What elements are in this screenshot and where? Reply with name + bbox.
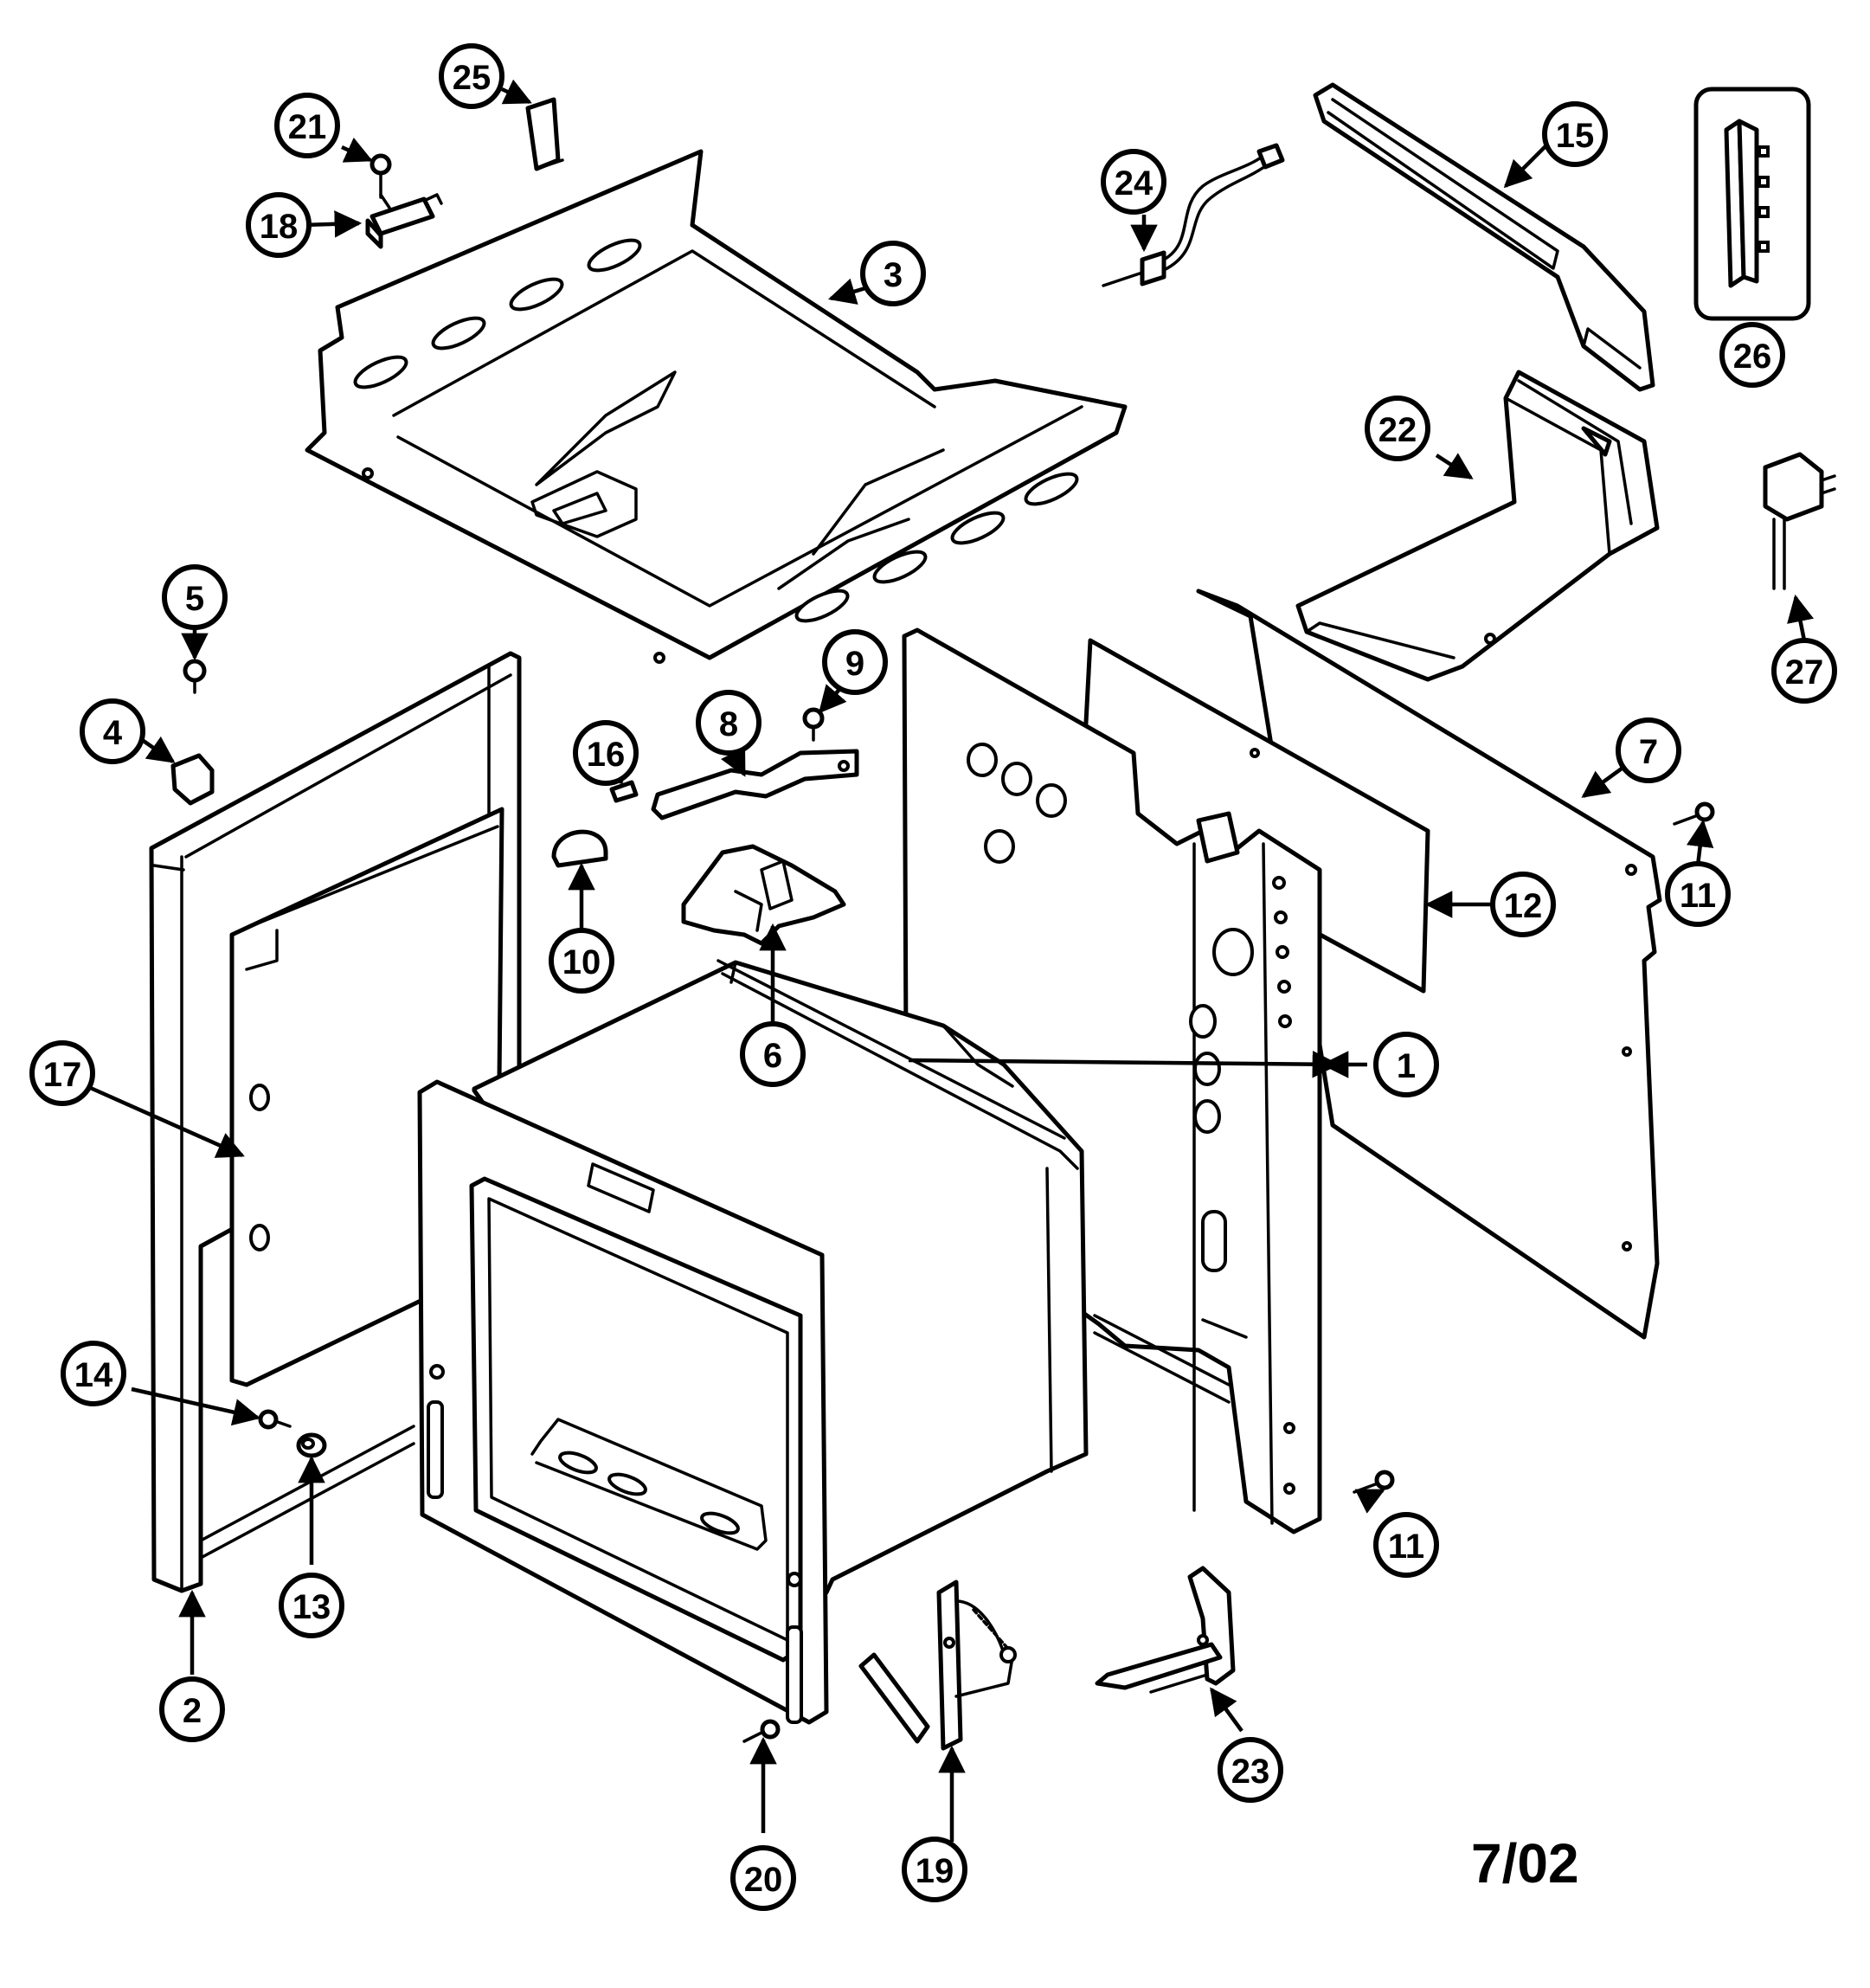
bottom-rail [199, 1314, 1231, 1560]
callout-11-lower: 11 [1373, 1512, 1439, 1578]
part-6-latch [681, 844, 846, 946]
part-3-burner-box [305, 149, 1128, 664]
callout-11-upper: 11 [1665, 861, 1731, 927]
callout-23-label: 23 [1231, 1753, 1270, 1791]
callout-5: 5 [162, 564, 228, 630]
part-11-screw-upper [1673, 801, 1715, 826]
callout-8: 8 [696, 690, 761, 756]
callout-1: 1 [1373, 1032, 1439, 1097]
part-14-screw [258, 1409, 292, 1430]
part-26-terminal-block [1693, 87, 1811, 321]
callout-6: 6 [740, 1021, 806, 1087]
callout-22-label: 22 [1378, 411, 1417, 449]
callout-8-label: 8 [719, 705, 738, 743]
callout-19-label: 19 [916, 1852, 954, 1890]
callout-21-label: 21 [288, 108, 327, 146]
part-8-bracket [651, 749, 859, 820]
part-24-sensor-harness [1102, 143, 1285, 287]
callout-19: 19 [902, 1837, 967, 1902]
callout-3-label: 3 [884, 256, 903, 294]
callout-26-label: 26 [1733, 338, 1772, 376]
callout-24: 24 [1101, 149, 1166, 215]
callout-18: 18 [246, 192, 312, 258]
callout-17-label: 17 [43, 1056, 82, 1094]
callout-15: 15 [1542, 101, 1608, 167]
callout-20: 20 [730, 1845, 796, 1911]
part-13-bushing [296, 1432, 327, 1458]
callout-27: 27 [1771, 638, 1837, 704]
callout-26: 26 [1719, 322, 1785, 388]
callout-7: 7 [1616, 717, 1681, 783]
callout-25-label: 25 [453, 59, 492, 97]
callout-22: 22 [1365, 396, 1430, 461]
part-15-vent-duct [1313, 82, 1655, 392]
callout-13-label: 13 [292, 1588, 331, 1626]
oven-front-frame [417, 1079, 829, 1725]
part-10-knob-cap [551, 829, 608, 868]
revision-date: 7/02 [1471, 1832, 1579, 1895]
callout-15-label: 15 [1556, 117, 1595, 155]
part-4-clip [170, 753, 215, 806]
part-22-vent-duct [1295, 370, 1660, 682]
callout-2-label: 2 [183, 1692, 202, 1730]
callout-14: 14 [61, 1341, 126, 1406]
callout-11-upper-label: 11 [1680, 877, 1716, 915]
callout-10: 10 [549, 928, 614, 994]
callout-10-label: 10 [562, 943, 601, 981]
part-16-clip [609, 780, 639, 803]
part-19-door-hinge [858, 1579, 1017, 1751]
callout-16-label: 16 [587, 736, 626, 774]
callout-25: 25 [439, 43, 504, 109]
part-25-bracket [525, 97, 564, 171]
callout-5-label: 5 [185, 580, 204, 618]
callout-9: 9 [822, 629, 888, 695]
callout-3: 3 [860, 241, 926, 306]
part-27-power-plug [1763, 452, 1836, 590]
callout-4: 4 [80, 698, 145, 764]
callout-12-label: 12 [1504, 887, 1543, 925]
callout-23: 23 [1218, 1737, 1283, 1803]
callout-6-label: 6 [763, 1037, 782, 1075]
callout-17: 17 [29, 1040, 95, 1106]
callout-21: 21 [274, 93, 340, 158]
callout-27-label: 27 [1785, 653, 1824, 692]
callout-16: 16 [573, 720, 639, 786]
part-20-screw [742, 1719, 781, 1743]
part-9-screw [802, 707, 825, 742]
callout-2: 2 [159, 1676, 225, 1742]
callout-9-label: 9 [845, 645, 864, 683]
callout-18-label: 18 [260, 208, 299, 246]
callout-24-label: 24 [1115, 164, 1153, 203]
callout-14-label: 14 [74, 1356, 113, 1394]
part-1-side-panel [902, 627, 1322, 1534]
callout-4-label: 4 [103, 714, 123, 752]
callout-1-label: 1 [1397, 1047, 1416, 1085]
callout-11-lower-label: 11 [1388, 1528, 1424, 1566]
callout-12: 12 [1490, 872, 1556, 937]
part-23-bracket [1095, 1566, 1236, 1694]
part-21-screw [370, 153, 392, 199]
callout-7-label: 7 [1639, 733, 1658, 771]
callout-13: 13 [279, 1573, 344, 1638]
part-11-screw-lower [1353, 1470, 1395, 1494]
part-5-screw [183, 659, 207, 694]
part-18-switch [365, 193, 443, 249]
callout-20-label: 20 [744, 1861, 783, 1899]
